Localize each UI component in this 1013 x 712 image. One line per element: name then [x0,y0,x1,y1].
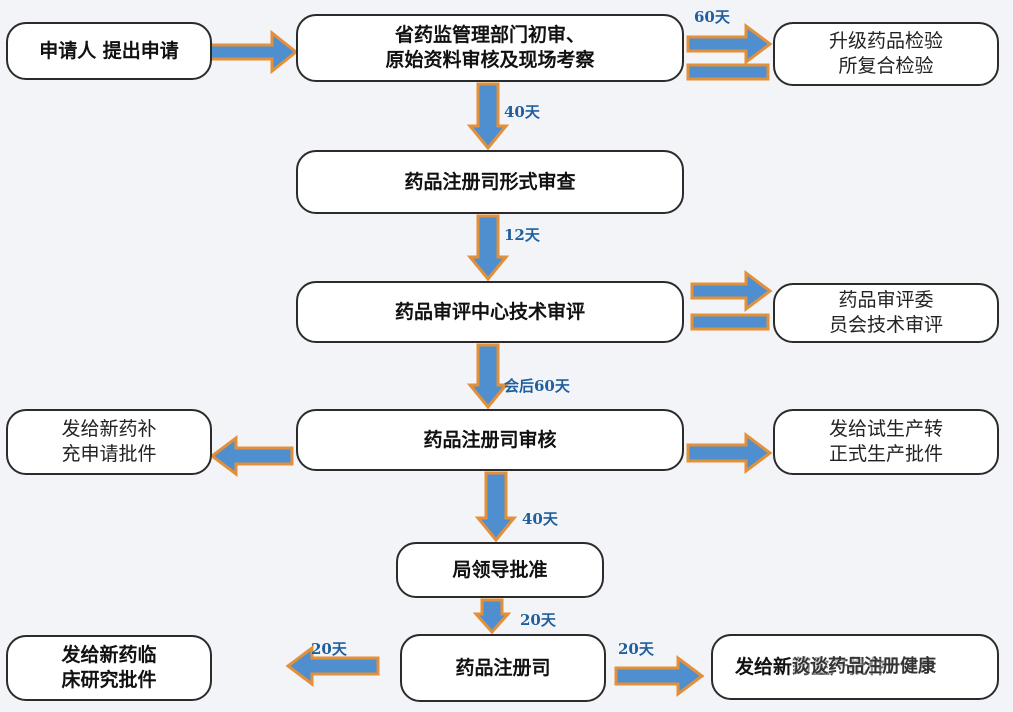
arrow-bureau-to-registry [472,598,512,635]
box-tech-review: 药品审评中心技术审评 [296,281,684,343]
label-12-days-tech: 12天 [504,226,540,244]
arrow-audit-to-bureau [474,471,518,543]
box-provincial: 省药监管理部门初审、 原始资料审核及现场考察 [296,14,684,82]
label-60-days-upgrade: 60天 [694,8,730,26]
arrow-registry-to-clinical [285,645,380,687]
arrow-tech-to-audit [466,343,510,410]
arrow-audit-to-supplement [209,435,294,477]
label-20-days-right: 20天 [618,640,654,658]
box-applicant: 申请人 提出申请 [6,22,212,80]
box-committee: 药品审评委 员会技术审评 [773,283,999,343]
arrow-applicant-to-provincial [206,29,299,75]
watermark: 谈谈药品注册健康 [792,656,936,677]
label-40-days-bureau: 40天 [522,510,558,528]
box-registry-audit: 药品注册司审核 [296,409,684,471]
box-registry: 药品注册司 [400,634,606,702]
arrow-audit-to-trial [686,432,773,474]
arrow-provincial-to-formal [466,82,510,151]
bar-upgrade-to-provincial [686,63,770,81]
box-upgrade-lab: 升级药品检验 所复合检验 [773,22,999,86]
arrow-tech-to-committee [690,270,773,312]
box-formal-review: 药品注册司形式审查 [296,150,684,214]
box-clinical: 发给新药临 床研究批件 [6,635,212,701]
box-bureau: 局领导批准 [396,542,604,598]
arrow-provincial-to-upgrade [686,23,773,65]
arrow-formal-to-tech [466,214,510,282]
label-20-days-left: 20天 [311,640,347,658]
arrow-registry-to-production [614,655,705,697]
label-40-days-formal: 40天 [504,103,540,121]
box-trial-to-formal: 发给试生产转 正式生产批件 [773,409,999,475]
box-production: 发给新药生产批件 [711,634,999,700]
box-supplement: 发给新药补 充申请批件 [6,409,212,475]
label-after-meeting-60-days: 会后60天 [504,377,570,395]
bar-committee-to-tech [690,313,770,331]
label-20-days-registry: 20天 [520,611,556,629]
